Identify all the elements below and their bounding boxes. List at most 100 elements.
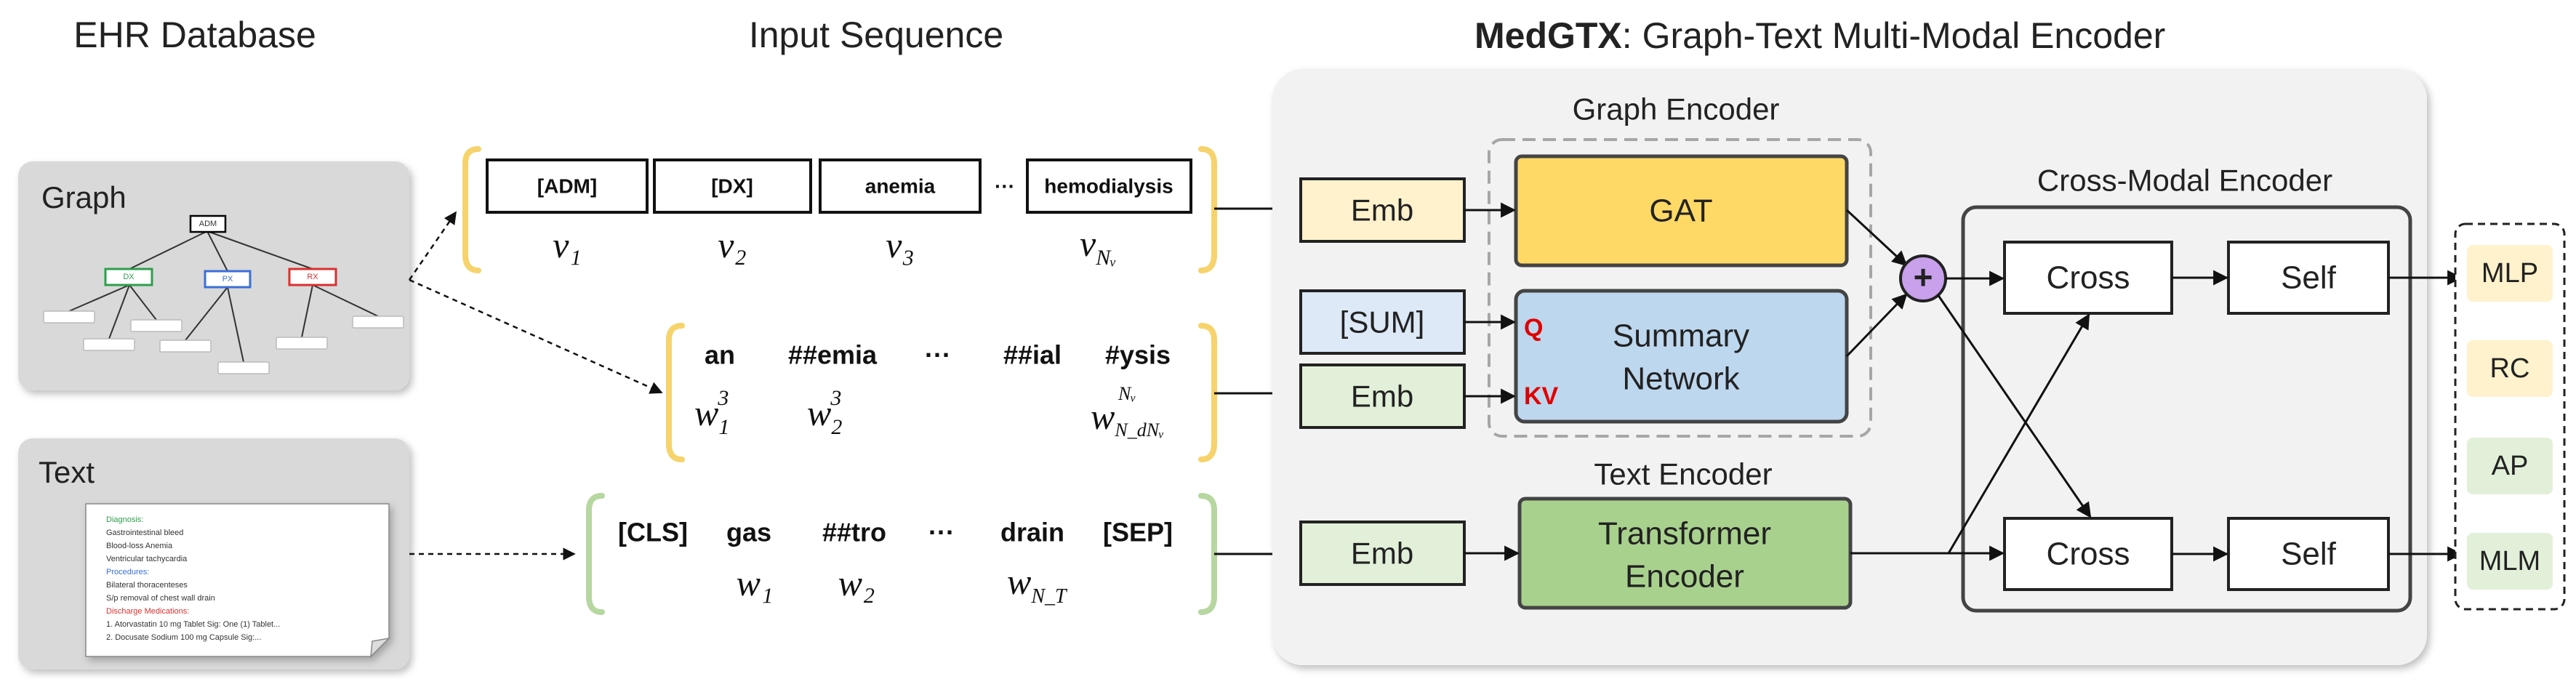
cross-modal-title: Cross-Modal Encoder [2037, 164, 2332, 198]
header-input-sequence: Input Sequence [749, 15, 1003, 55]
token-dx: [DX] [711, 175, 753, 198]
transformer-line1: Transformer [1598, 516, 1771, 552]
clinical-note-line: Blood-loss Anemia [106, 542, 173, 550]
summary-seq-left-bracket [666, 323, 685, 462]
token-ellipsis-text: ··· [928, 518, 955, 547]
emb-text-box [1299, 521, 1466, 586]
summary-seq-right-bracket [1198, 323, 1217, 462]
emb-graph-box [1299, 177, 1466, 243]
graph-to-summary-arrow [409, 278, 663, 394]
var-w1-3-sup: 3 [717, 386, 729, 410]
var-w1-3-sub: 1 [718, 415, 729, 439]
clinical-note-line: Diagnosis: [106, 515, 143, 524]
sum-token-label: [SUM] [1340, 305, 1425, 340]
graph-seq-left-bracket [462, 146, 481, 273]
token-box-hemodialysis [1026, 158, 1192, 214]
transformer-line2: Encoder [1625, 559, 1744, 595]
emb-text-label: Emb [1351, 537, 1413, 571]
clinical-note-line: 1. Atorvastatin 10 mg Tablet Sig: One (1… [106, 620, 280, 629]
token-drain: drain [1000, 518, 1064, 547]
tree-node-px-label: PX [222, 275, 233, 284]
kv-label: KV [1524, 382, 1559, 410]
head-ap-box [2467, 438, 2553, 494]
gat-label: GAT [1649, 193, 1712, 229]
var-w1-3-base: w [694, 393, 718, 433]
ehr-graph-tree [68, 230, 379, 363]
var-wnt-base: w [1007, 561, 1031, 602]
clinical-note-line: 2. Docusate Sodium 100 mg Capsule Sig:..… [106, 633, 261, 642]
tree-leaf-nodes [43, 310, 404, 374]
token-ellipsis-graph: ··· [995, 175, 1015, 198]
tree-node-rx-label: RX [307, 273, 318, 281]
self-text-label: Self [2281, 537, 2337, 572]
head-rc-box [2467, 340, 2553, 397]
graph-to-tokens-arrow [408, 211, 457, 281]
var-w-last-sub: N_dNᵥ [1114, 419, 1164, 441]
var-w1: w₁ [737, 563, 774, 603]
clinical-note-line: Discharge Medications: [106, 607, 189, 616]
var-v2: v₂ [718, 225, 747, 265]
var-wnt: wN_T [1007, 561, 1068, 608]
summary-network-line1: Summary [1613, 318, 1749, 354]
token-hemodialysis: hemodialysis [1044, 175, 1173, 198]
head-ap-label: AP [2492, 451, 2529, 481]
task-heads-region [2454, 222, 2566, 611]
head-mlp-label: MLP [2481, 258, 2538, 289]
tree-node-rx [288, 268, 337, 286]
cross-graph-label: Cross [2047, 260, 2130, 296]
token-anemia: anemia [865, 175, 936, 198]
text-seq-right-bracket [1198, 493, 1217, 615]
token-box-adm [486, 158, 649, 214]
head-rc-label: RC [2490, 353, 2530, 384]
var-w1-3: w1 3 [694, 386, 729, 439]
var-w2-3: w2 3 [807, 386, 842, 439]
cross-graph-box [2003, 241, 2173, 315]
var-v3: v₃ [886, 225, 915, 265]
token-adm: [ADM] [537, 175, 597, 198]
emb-summary-label: Emb [1351, 379, 1413, 414]
token-box-anemia [819, 158, 982, 214]
var-w2-3-sub: 2 [831, 415, 842, 439]
tree-node-adm [189, 214, 227, 233]
plus-to-cross-text-arrow [1936, 294, 2092, 518]
self-graph-box [2227, 241, 2390, 315]
token-tro: ##tro [822, 518, 886, 547]
var-w2-3-sup: 3 [830, 386, 841, 410]
token-ysis: #ysis [1105, 340, 1171, 370]
tree-node-px [204, 270, 252, 289]
var-w-last-base: w [1091, 396, 1115, 437]
tree-node-adm-label: ADM [199, 220, 217, 228]
clinical-note-line: Procedures: [106, 568, 149, 576]
var-w-last-sup: Nᵥ [1118, 383, 1136, 404]
token-gas: gas [726, 518, 771, 547]
var-wnt-sub: N_T [1030, 585, 1068, 608]
token-cls: [CLS] [618, 518, 688, 547]
plus-label: + [1914, 258, 1933, 296]
token-sep: [SEP] [1103, 518, 1173, 547]
var-v1: v₁ [553, 225, 582, 265]
header-ehr-database: EHR Database [73, 15, 316, 55]
summary-network-box [1514, 289, 1849, 424]
clinical-note-line: S/p removal of chest wall drain [106, 594, 215, 603]
token-ial: ##ial [1003, 340, 1062, 370]
header-medgtx-subtitle: : Graph-Text Multi-Modal Encoder [1622, 15, 2166, 56]
page-corner-fold [370, 637, 391, 659]
var-vnv: vNᵥ [1080, 223, 1117, 270]
clinical-note-line: Gastrointestinal bleed [106, 529, 183, 537]
token-ellipsis-summary: ··· [925, 340, 951, 370]
head-mlp-box [2467, 245, 2553, 302]
tree-node-dx [104, 268, 153, 286]
token-box-dx [653, 158, 812, 214]
var-w2: w₂ [838, 563, 875, 603]
clinical-note-lines: Diagnosis: Gastrointestinal bleedBlood-lo… [106, 515, 280, 642]
var-w2-3-base: w [807, 393, 831, 433]
gat-to-plus-arrow [1845, 209, 1908, 267]
graph-seq-right-bracket [1198, 146, 1217, 273]
header-medgtx: MedGTX: Graph-Text Multi-Modal Encoder [1474, 15, 2165, 56]
emb-graph-label: Emb [1351, 193, 1413, 228]
cross-text-label: Cross [2047, 537, 2130, 572]
token-emia: ##emia [788, 340, 878, 370]
tree-node-dx-label: DX [123, 273, 135, 281]
